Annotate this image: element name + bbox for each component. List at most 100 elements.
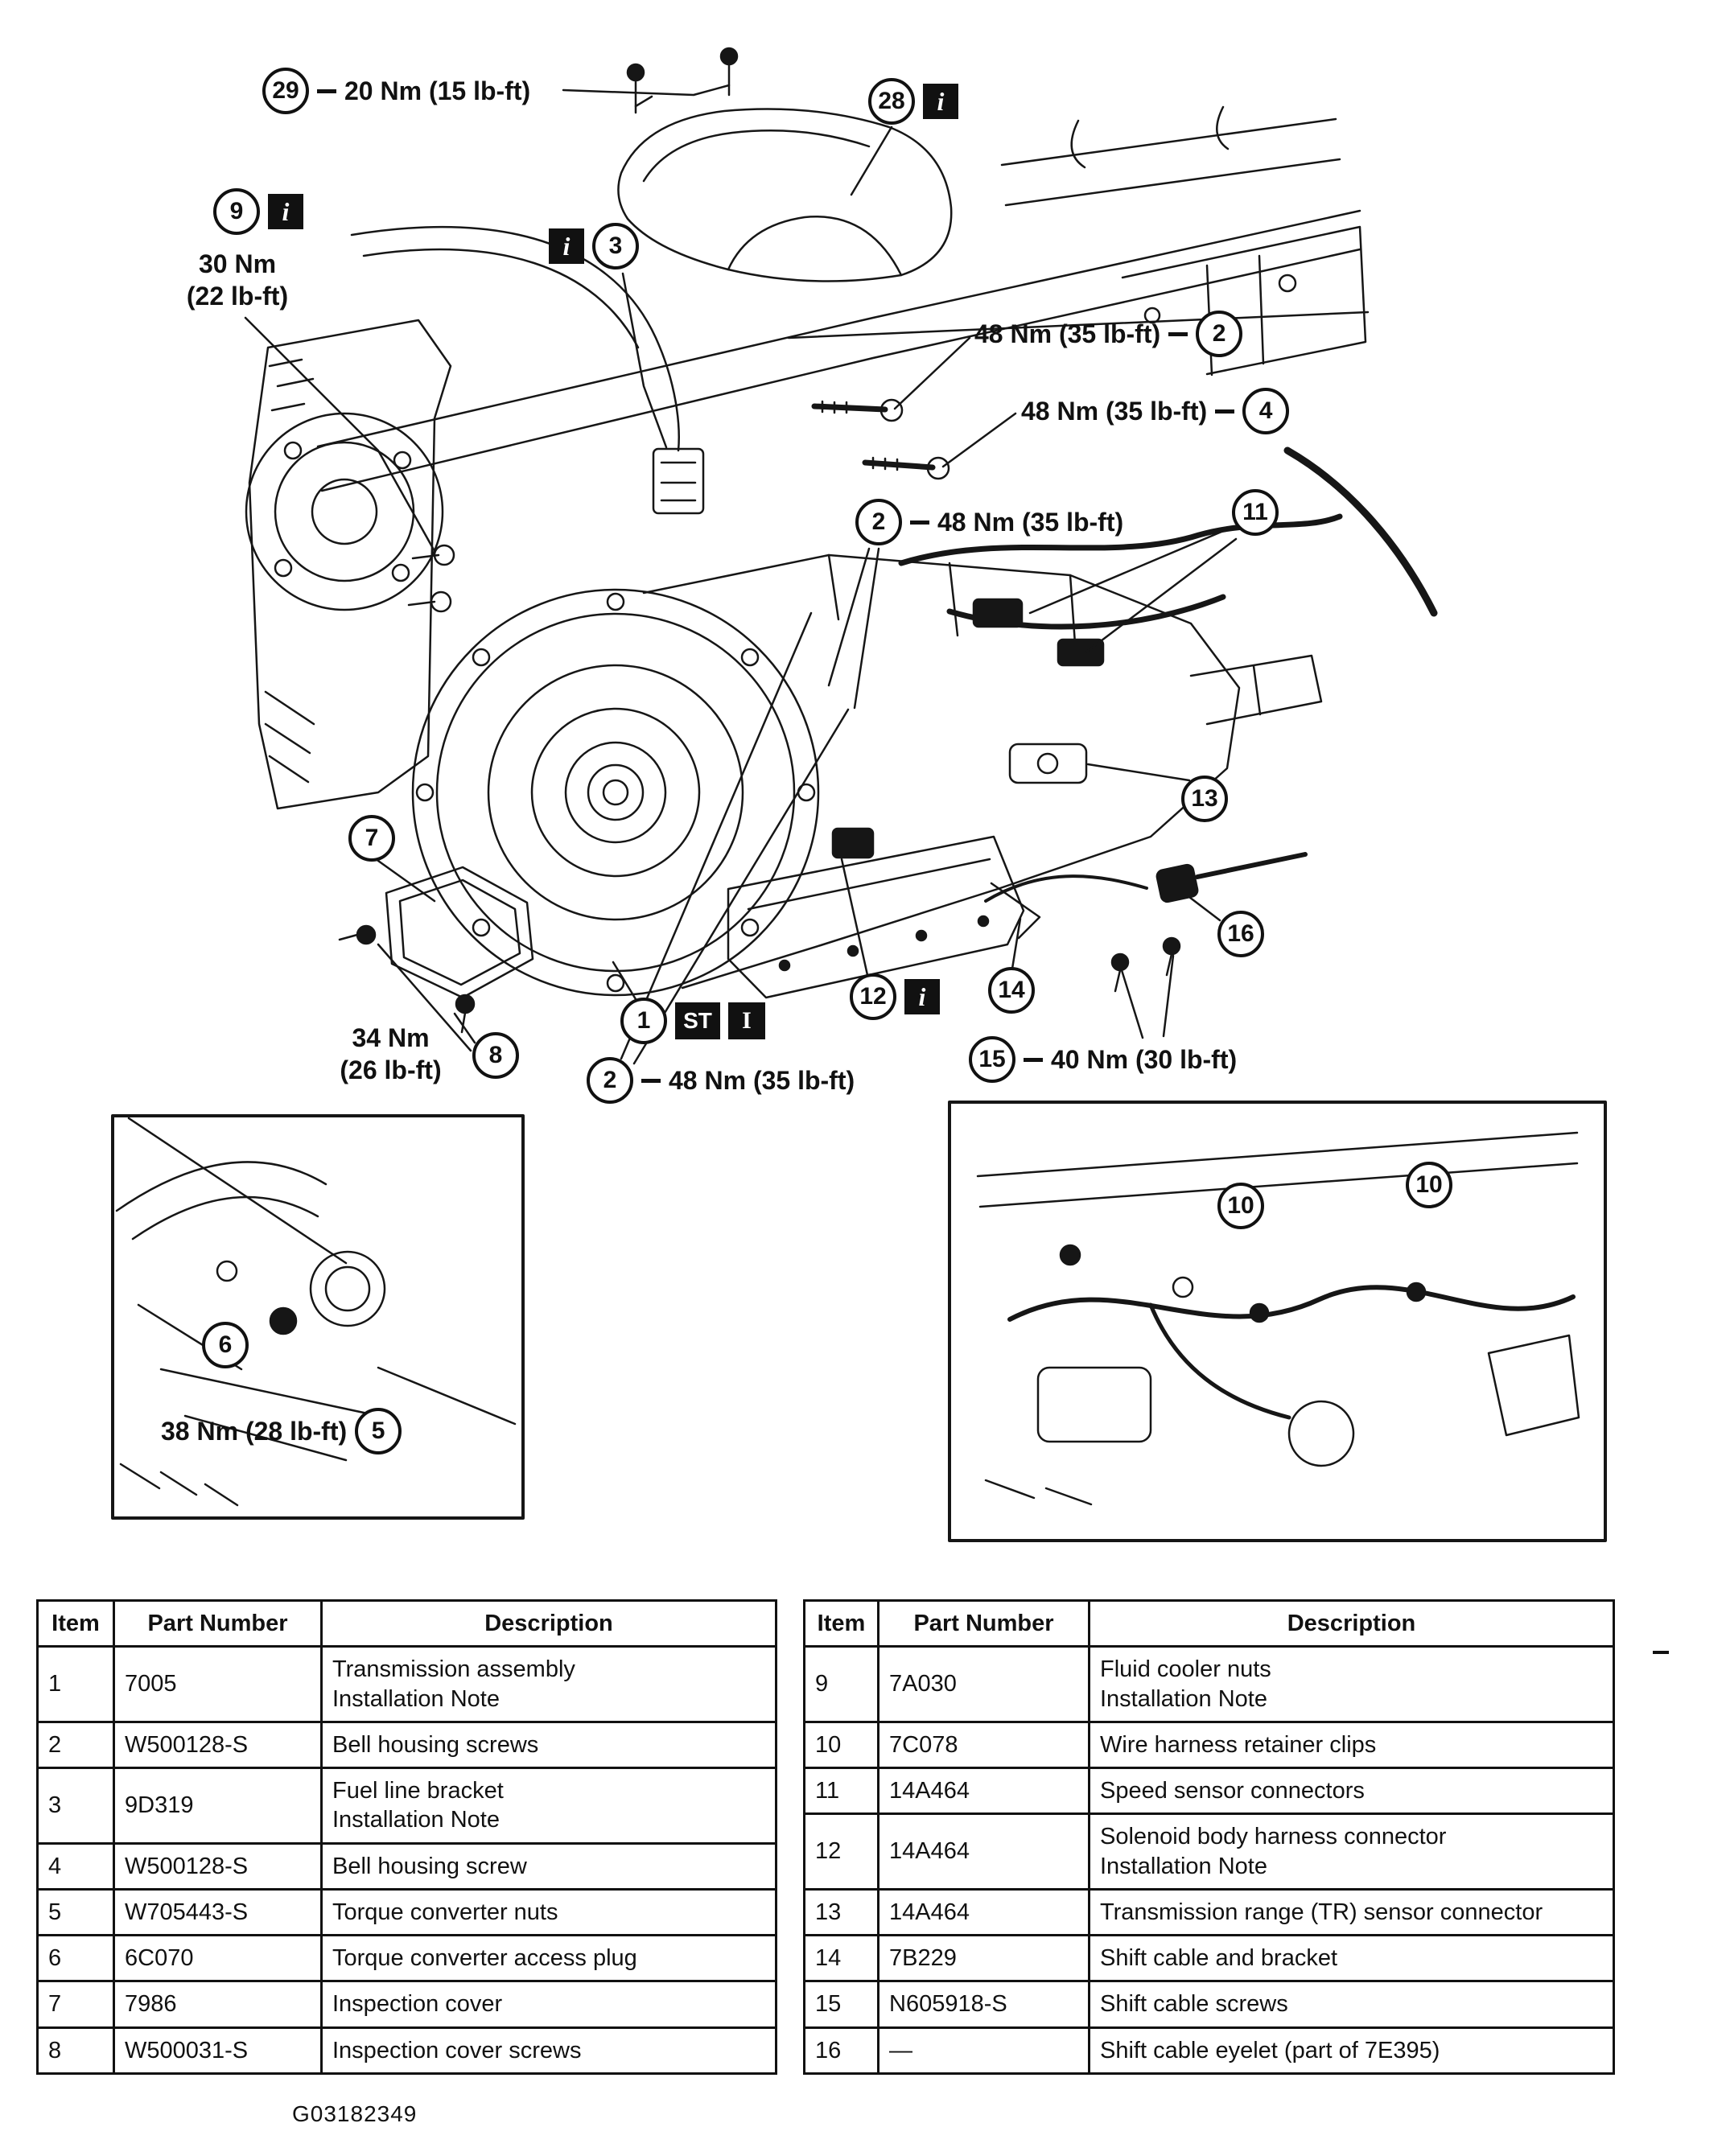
callout-10-right: 10	[1406, 1162, 1452, 1208]
transmission	[411, 553, 1323, 999]
heat-shield	[617, 47, 953, 282]
desc-line: Transmission range (TR) sensor connector	[1100, 1899, 1543, 1925]
callout-3: i 3	[549, 223, 639, 270]
part-cell: 7C078	[877, 1720, 1090, 1770]
parts-table-left: Item Part Number Description 1 7005 Tran…	[36, 1598, 777, 2075]
torque-label-15: 40 Nm (30 lb-ft)	[1051, 1044, 1238, 1074]
desc-cell: Bell housing screws	[320, 1720, 777, 1770]
diagram-artwork	[111, 47, 1607, 1542]
desc-line: Transmission assembly	[332, 1656, 575, 1683]
fuel-line	[350, 225, 705, 515]
callout-13-circle: 13	[1181, 776, 1228, 822]
table-row: 14 7B229 Shift cable and bracket	[803, 1933, 1615, 1983]
info-icon: i	[549, 228, 584, 264]
desc-line: Shift cable eyelet (part of 7E395)	[1100, 2037, 1440, 2063]
callout-12: 12 i	[850, 973, 940, 1020]
desc-line: Bell housing screws	[332, 1731, 539, 1758]
torque-label-9: 30 Nm (22 lb-ft)	[145, 248, 330, 312]
callout-5-circle: 5	[355, 1408, 402, 1454]
torque-label-8-line2: (26 lb-ft)	[340, 1055, 442, 1084]
parts-tables: Item Part Number Description 1 7005 Tran…	[0, 1598, 1726, 2082]
part-cell: W500128-S	[113, 1720, 323, 1770]
part-cell: 7005	[113, 1645, 323, 1723]
callout-7: 7	[348, 815, 395, 862]
callout-2-top-circle: 2	[1196, 311, 1243, 357]
table-row: 11 14A464 Speed sensor connectors	[803, 1766, 1615, 1816]
callout-6: 6	[202, 1322, 249, 1368]
callout-15: 15 40 Nm (30 lb-ft)	[969, 1036, 1237, 1083]
callout-28: 28 i	[868, 78, 958, 125]
desc-line: Inspection cover	[332, 1991, 503, 2018]
torque-label-9-line1: 30 Nm	[198, 249, 277, 278]
table-row: 16 — Shift cable eyelet (part of 7E395)	[803, 2026, 1615, 2075]
part-cell: 14A464	[877, 1887, 1090, 1937]
item-cell: 16	[803, 2026, 879, 2075]
callout-4: 48 Nm (35 lb-ft) 4	[1021, 388, 1290, 434]
part-cell: 7A030	[877, 1645, 1090, 1723]
figure-id: G03182349	[292, 2101, 418, 2126]
desc-note: Installation Note	[332, 1807, 500, 1833]
table-row: 10 7C078 Wire harness retainer clips	[803, 1720, 1615, 1770]
callout-8-circle: 8	[472, 1032, 519, 1079]
callout-13: 13	[1181, 776, 1228, 822]
torque-label-9-line2: (22 lb-ft)	[186, 282, 289, 311]
desc-note: Installation Note	[1100, 1685, 1267, 1712]
table-row: 4 W500128-S Bell housing screw	[36, 1841, 777, 1891]
callout-8: 8	[472, 1032, 519, 1079]
item-cell: 10	[803, 1720, 879, 1770]
column-header-part: Part Number	[113, 1598, 323, 1648]
part-cell: —	[877, 2026, 1090, 2075]
desc-note: Installation Note	[1100, 1853, 1267, 1879]
torque-label-29: 20 Nm (15 lb-ft)	[344, 76, 531, 105]
part-cell: N605918-S	[877, 1980, 1090, 2029]
desc-line: Wire harness retainer clips	[1100, 1731, 1377, 1758]
leader-dash	[317, 88, 336, 93]
part-cell: 6C070	[113, 1933, 323, 1983]
desc-cell: Inspection cover screws	[320, 2026, 777, 2075]
callout-28-circle: 28	[868, 78, 915, 125]
desc-cell: Speed sensor connectors	[1088, 1766, 1615, 1816]
item-cell: 4	[36, 1841, 115, 1891]
torque-label-5: 38 Nm (28 lb-ft)	[161, 1416, 348, 1446]
callout-2-bottom: 2 48 Nm (35 lb-ft)	[587, 1057, 855, 1104]
desc-line: Shift cable screws	[1100, 1991, 1288, 2018]
table-row: 7 7986 Inspection cover	[36, 1980, 777, 2029]
info-icon: i	[923, 84, 958, 119]
torque-label-4: 48 Nm (35 lb-ft)	[1021, 396, 1208, 426]
desc-cell: Torque converter access plug	[320, 1933, 777, 1983]
desc-cell: Shift cable screws	[1088, 1980, 1615, 2029]
table-row: 13 14A464 Transmission range (TR) sensor…	[803, 1887, 1615, 1937]
callout-10-left: 10	[1217, 1183, 1264, 1229]
callout-1-circle: 1	[620, 998, 667, 1044]
callout-3-circle: 3	[592, 223, 639, 270]
part-cell: 14A464	[877, 1766, 1090, 1816]
parts-table-right: Item Part Number Description 9 7A030 Flu…	[803, 1598, 1615, 2075]
callout-12-circle: 12	[850, 973, 896, 1020]
part-cell: W500128-S	[113, 1841, 323, 1891]
desc-cell: Wire harness retainer clips	[1088, 1720, 1615, 1770]
callout-5: 38 Nm (28 lb-ft) 5	[161, 1408, 402, 1454]
desc-cell: Shift cable and bracket	[1088, 1933, 1615, 1983]
table-row: 15 N605918-S Shift cable screws	[803, 1980, 1615, 2029]
connectors	[831, 598, 1105, 859]
shift-cable	[984, 852, 1308, 993]
desc-line: Torque converter nuts	[332, 1899, 558, 1925]
callout-2-mid: 2 48 Nm (35 lb-ft)	[855, 499, 1123, 545]
desc-line: Fuel line bracket	[332, 1778, 504, 1804]
table-row: 8 W500031-S Inspection cover screws	[36, 2026, 777, 2075]
callout-1: 1 ST I	[620, 998, 765, 1044]
inspection-cover	[338, 866, 534, 1034]
bell-housing-screws	[811, 398, 950, 480]
desc-cell: Bell housing screw	[320, 1841, 777, 1891]
part-cell: 9D319	[113, 1767, 323, 1845]
table-header-row: Item Part Number Description	[803, 1598, 1615, 1648]
desc-line: Torque converter access plug	[332, 1945, 637, 1971]
desc-cell: Inspection cover	[320, 1980, 777, 2029]
item-cell: 2	[36, 1720, 115, 1770]
callout-29: 29 20 Nm (15 lb-ft)	[262, 68, 530, 114]
callout-14-circle: 14	[988, 967, 1035, 1014]
table-row: 5 W705443-S Torque converter nuts	[36, 1887, 777, 1937]
